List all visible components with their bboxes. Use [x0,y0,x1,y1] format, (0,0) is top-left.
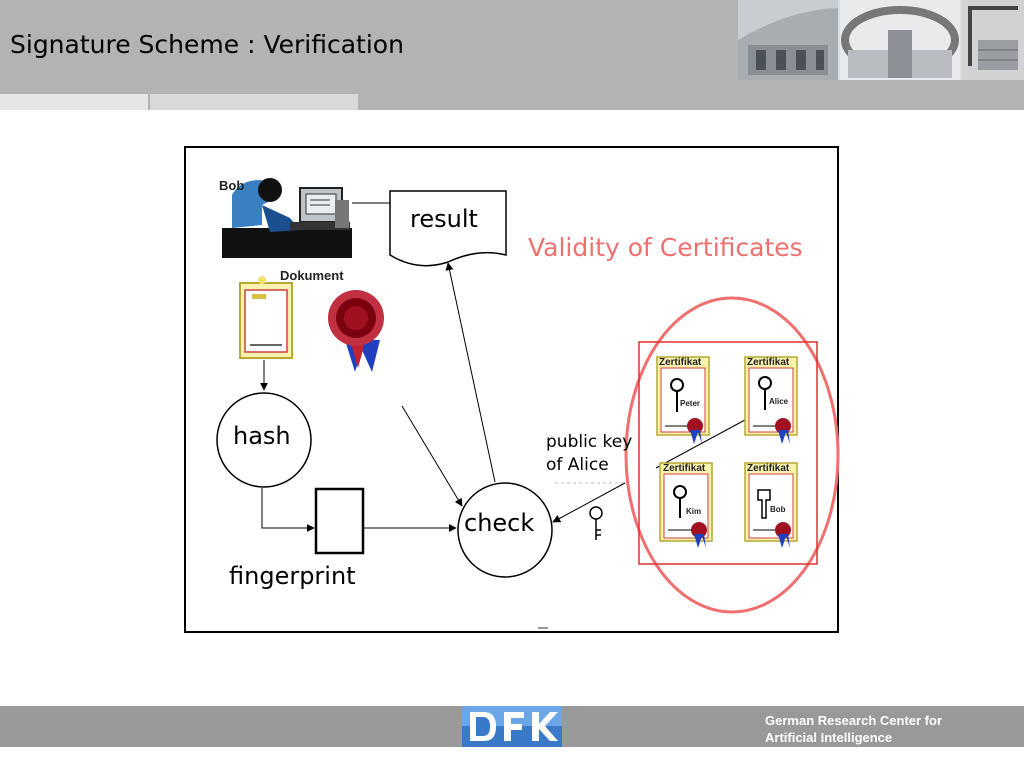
bob-computer-icon [222,178,352,258]
cert-name: Alice [769,397,789,406]
footer-organization: German Research Center for Artificial In… [765,712,942,746]
cert-heading: Zertifikat [747,357,790,368]
fingerprint-box [314,487,365,555]
public-key-label-line1: public key [546,432,633,452]
building-photos [738,0,1024,80]
building-photo-2 [840,0,960,80]
cert-name: Peter [680,399,701,408]
arrow-seal-check [401,405,463,507]
validity-ellipse [624,296,840,614]
certificate-bob [744,462,798,548]
cert-heading: Zertifikat [663,463,706,474]
arrow-hash-fingerprint [261,488,315,532]
hash-circle [216,392,312,488]
cert-heading: Zertifikat [747,463,790,474]
slide-title: Signature Scheme : Verification [10,30,404,59]
header-tab-strip-right [150,94,358,110]
arrow-check-result [445,262,496,483]
public-key-icon [589,506,603,540]
result-label: result [410,205,478,233]
arrow-key-check [552,482,626,523]
check-label: check [464,509,535,537]
dfki-logo [462,706,562,747]
footer-org-line2: Artificial Intelligence [765,730,893,745]
certificates-box [638,341,818,565]
certificate-alice [744,356,798,444]
result-box [389,190,507,267]
check-circle [457,482,553,578]
validity-label: Validity of Certificates [528,233,803,262]
building-photo-3 [962,0,1024,80]
certificate-peter [656,356,710,444]
cert-name: Bob [770,505,786,514]
seal-ribbon-icon [328,290,384,372]
header-tab-strip-left [0,94,148,110]
bob-label: Bob [219,178,245,193]
certificate-kim [659,462,713,548]
document-icon [239,276,293,359]
pointer-alice-cert [655,413,757,469]
public-key-label-line2: of Alice [546,455,609,475]
footer-org-line1: German Research Center for [765,713,943,728]
building-photo-1 [738,0,838,80]
hash-label: hash [233,422,291,450]
cert-heading: Zertifikat [659,357,702,368]
dokument-label: Dokument [280,268,344,283]
fingerprint-label: fingerprint [229,562,356,590]
cert-name: Kim [686,507,702,516]
